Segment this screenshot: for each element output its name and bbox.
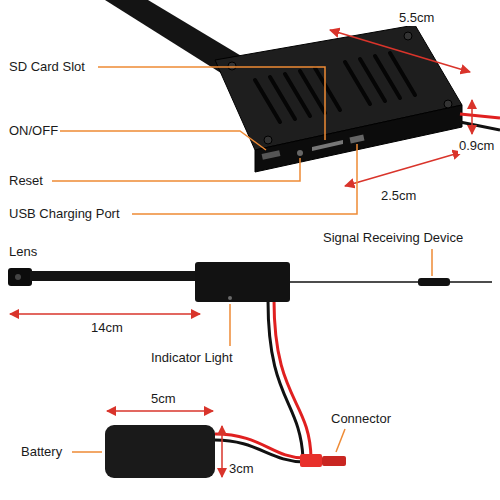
screw <box>264 136 272 144</box>
screw <box>404 32 412 40</box>
leader-lines <box>72 249 432 452</box>
dimension: 14cm <box>90 320 124 336</box>
leader-line <box>72 451 102 453</box>
lens-glass <box>15 274 21 280</box>
module-board <box>195 262 290 302</box>
dimension-line <box>10 313 200 315</box>
screw <box>228 62 236 70</box>
part-name: ON/OFF <box>8 123 59 139</box>
dimension: 2.5cm <box>380 188 417 204</box>
dimension-line <box>330 30 470 72</box>
part-name: Lens <box>8 244 38 260</box>
usb-port <box>350 135 365 144</box>
ribbon-cable <box>30 271 200 281</box>
dimension-line <box>221 426 223 477</box>
connector-plug <box>322 456 346 466</box>
reset-port <box>297 150 303 156</box>
part-name: Indicator Light <box>150 350 234 366</box>
module-front <box>255 105 462 172</box>
leader-line <box>52 158 300 181</box>
dimension: 5cm <box>150 391 177 407</box>
leader-lines <box>52 67 357 214</box>
sd-slot <box>312 140 343 151</box>
lens <box>8 268 32 286</box>
leader-line <box>98 67 325 140</box>
connector-plug <box>300 454 322 467</box>
leader-line <box>431 249 433 276</box>
dimension-line <box>345 152 462 186</box>
part-name: Battery <box>20 444 63 460</box>
black-wire <box>460 122 500 130</box>
screws <box>228 32 452 144</box>
leader-line <box>132 144 357 214</box>
dimension: 3cm <box>228 461 255 477</box>
red-wire <box>460 114 500 118</box>
part-name: Connector <box>330 411 392 427</box>
vents <box>255 53 415 122</box>
screw <box>444 100 452 108</box>
dimension: 5.5cm <box>398 10 435 26</box>
part-name: USB Charging Port <box>8 206 121 222</box>
antenna-wire <box>290 281 492 283</box>
ribbon-cable <box>105 0 258 80</box>
leader-line <box>229 304 231 346</box>
indicator-led <box>228 296 232 300</box>
antenna <box>418 278 450 286</box>
dimension-line <box>107 410 213 412</box>
leader-line <box>60 131 266 150</box>
battery-pack <box>105 425 215 478</box>
vent <box>390 53 415 95</box>
red-wire <box>215 434 305 458</box>
vent <box>315 68 340 110</box>
part-name: Reset <box>8 173 44 189</box>
switch-port <box>262 150 281 160</box>
part-name: Signal Receiving Device <box>322 230 464 246</box>
red-wire <box>274 300 311 458</box>
part-name: SD Card Slot <box>8 59 86 75</box>
dimension-line <box>471 100 473 134</box>
dimension: 0.9cm <box>458 138 495 154</box>
leader-line <box>336 429 345 452</box>
